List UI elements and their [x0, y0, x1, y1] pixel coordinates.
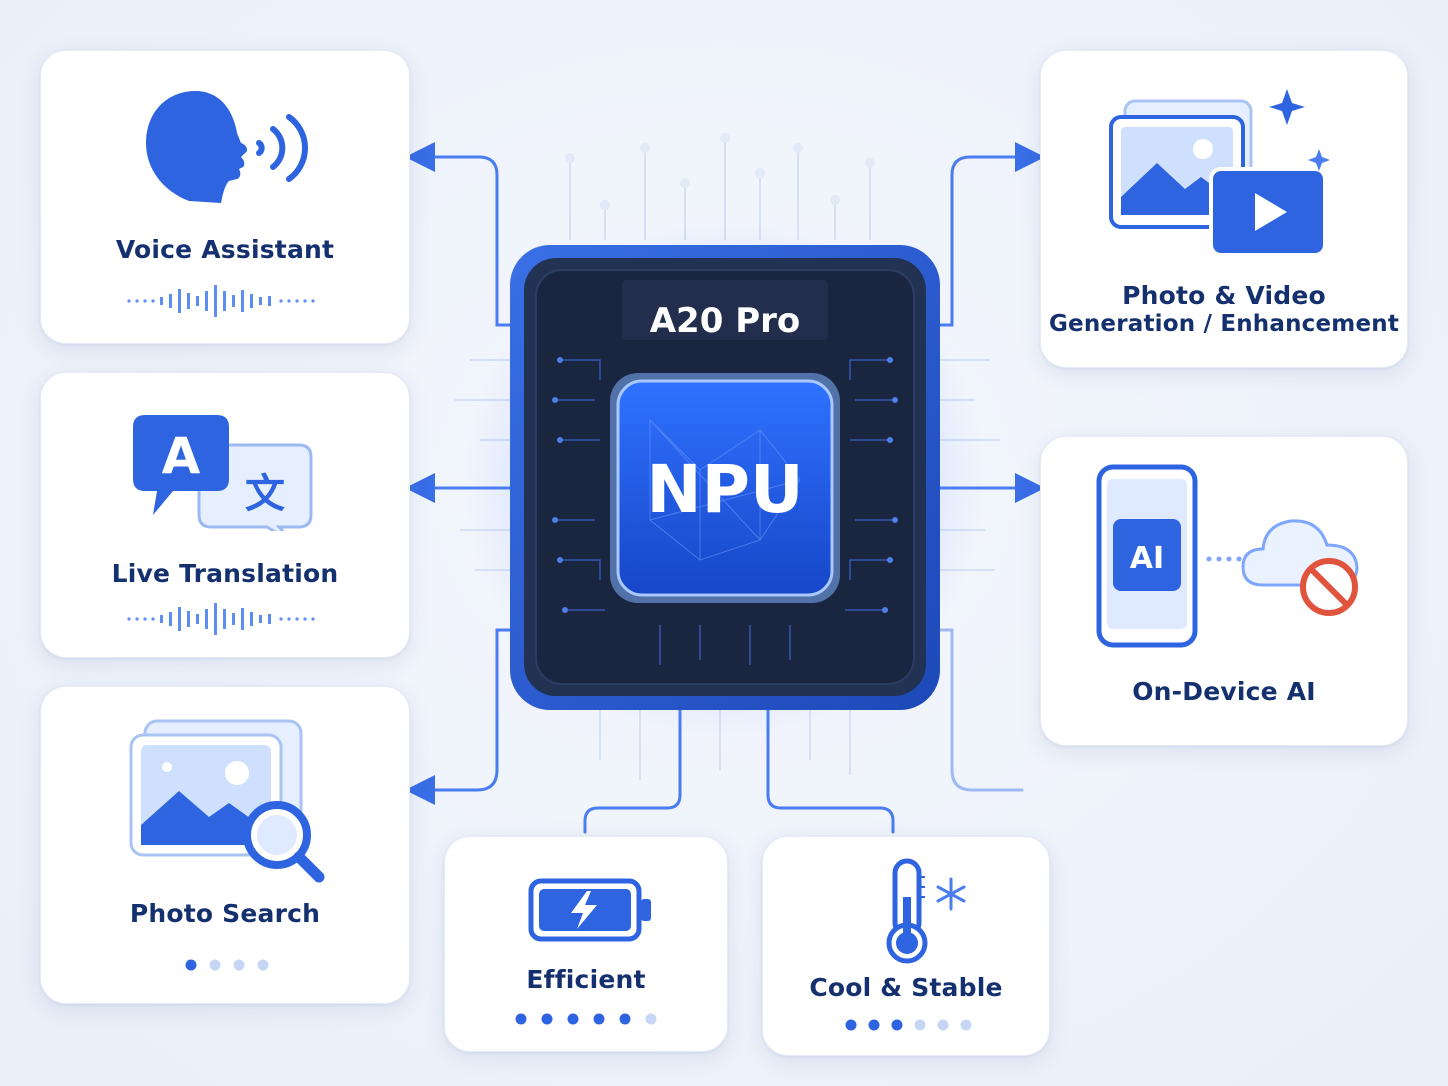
photo-video-label-line2: Generation / Enhancement [1048, 311, 1400, 337]
wire-efficient [583, 698, 682, 834]
glyph-b: 文 [245, 471, 285, 517]
waveform-icon [127, 603, 315, 635]
image-search-icon [129, 719, 325, 883]
thermometer-snowflake-icon [886, 858, 966, 964]
waveform-icon [127, 285, 315, 317]
wire-cool [766, 698, 895, 834]
on-device-ai-label: On-Device AI [1132, 677, 1316, 706]
page-indicator-dots [185, 959, 269, 971]
battery-charging-icon [528, 878, 651, 942]
wire-voice [405, 142, 512, 327]
wire-photo-search [405, 628, 512, 805]
wire-extra-right [938, 628, 1024, 792]
efficient-label: Efficient [526, 965, 646, 994]
speaking-head-icon [146, 91, 308, 203]
photo-video-sparkle-icon [1109, 89, 1330, 257]
card-photo-video: Photo & Video Generation / Enhancement [1040, 50, 1408, 368]
card-cool-stable: Cool & Stable [762, 836, 1050, 1056]
level-indicator-dots [845, 1019, 972, 1031]
translate-bubbles-icon: A 文 [133, 415, 313, 531]
card-voice-assistant: Voice Assistant [40, 50, 410, 344]
card-on-device-ai: AI On-Device AI [1040, 436, 1408, 746]
live-translation-label: Live Translation [111, 559, 339, 588]
cool-stable-label: Cool & Stable [809, 973, 1003, 1002]
phone-ai-no-cloud-icon: AI [1096, 464, 1359, 648]
photo-search-label: Photo Search [129, 899, 321, 928]
ai-chip-text: AI [1130, 541, 1164, 576]
card-efficient: Efficient [444, 836, 728, 1052]
chip-title: A20 Pro [650, 301, 801, 341]
level-indicator-dots [515, 1013, 657, 1025]
voice-assistant-label: Voice Assistant [115, 235, 335, 264]
wire-photo-video [938, 142, 1045, 327]
card-live-translation: A 文 Live Translation [40, 372, 410, 658]
card-photo-search: Photo Search [40, 686, 410, 1004]
glyph-a: A [162, 427, 201, 485]
photo-video-label-line1: Photo & Video [1122, 281, 1326, 310]
npu-core-label: NPU [646, 451, 803, 528]
